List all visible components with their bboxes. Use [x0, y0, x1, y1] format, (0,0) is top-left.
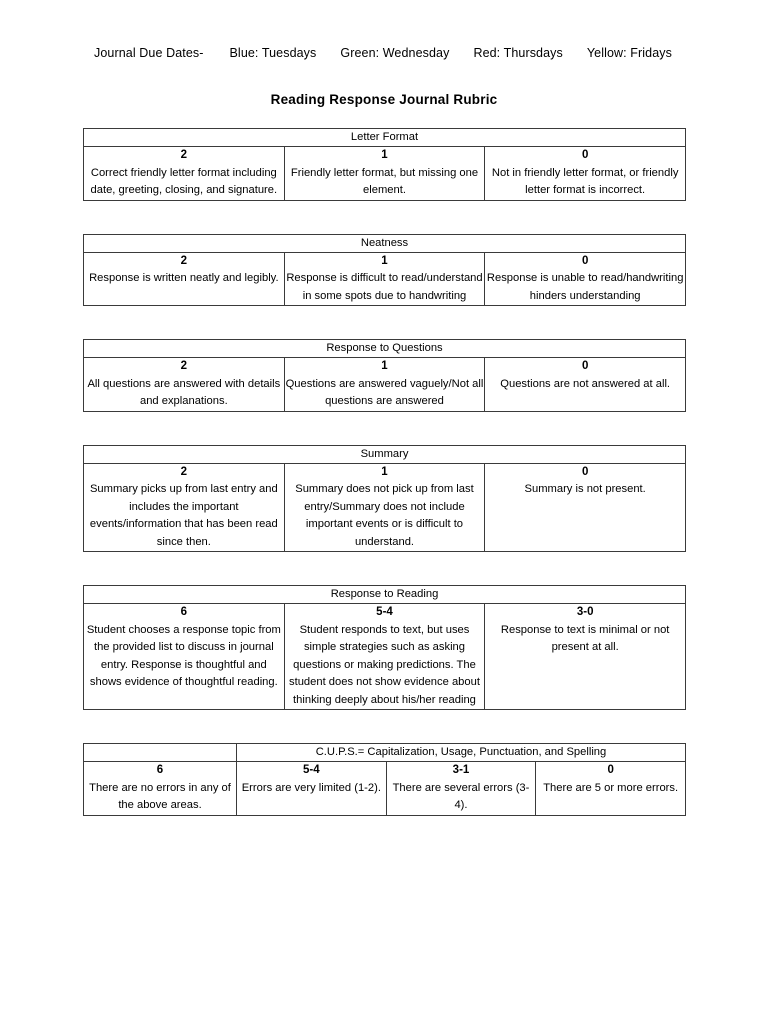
- page-title: Reading Response Journal Rubric: [270, 92, 498, 107]
- rubric-cell: 2 All questions are answered with detail…: [83, 357, 285, 412]
- rubric-cell: 0 Response is unable to read/handwriting…: [484, 251, 686, 306]
- score-value: 2: [180, 149, 188, 161]
- rubric-table-neatness: Neatness 2 Response is written neatly an…: [83, 233, 686, 306]
- rubric-table-cups: C.U.P.S.= Capitalization, Usage, Punctua…: [83, 743, 686, 816]
- rubric-cell: 6 There are no errors in any of the abov…: [83, 761, 237, 816]
- score-description: Response is written neatly and legibly.: [89, 272, 279, 284]
- due-date-green: Green: Wednesday: [340, 46, 450, 60]
- score-description: Response to text is minimal or not prese…: [500, 623, 670, 654]
- table-row: 2 All questions are answered with detail…: [83, 357, 686, 412]
- category-header: Response to Reading: [83, 585, 686, 604]
- rubric-cell: 0 Not in friendly letter format, or frie…: [484, 146, 686, 201]
- rubric-cell: 3-0 Response to text is minimal or not p…: [484, 603, 686, 710]
- score-value: 2: [180, 465, 188, 478]
- table-row-category: Letter Format: [83, 128, 686, 147]
- score-value: 6: [180, 606, 188, 618]
- table-row: 2 Correct friendly letter format includi…: [83, 146, 686, 201]
- due-date-yellow: Yellow: Fridays: [586, 46, 672, 60]
- score-value: 5-4: [303, 764, 320, 776]
- category-header: Letter Format: [83, 128, 686, 147]
- score-description: Summary does not pick up from last entry…: [295, 483, 474, 548]
- due-date-blue: Blue: Tuesdays: [229, 46, 317, 60]
- rubric-table-letter-format: Letter Format 2 Correct friendly letter …: [83, 128, 686, 201]
- score-description: Student responds to text, but uses simpl…: [289, 623, 480, 706]
- score-description: Correct friendly letter format including…: [90, 166, 278, 197]
- rubric-cell: 5-4 Student responds to text, but uses s…: [283, 603, 486, 710]
- score-value: 2: [180, 360, 188, 372]
- score-description: Response is unable to read/handwriting h…: [486, 272, 684, 302]
- rubric-cell: 1 Questions are answered vaguely/Not all…: [283, 357, 486, 412]
- rubric-cell: 0 Questions are not answered at all.: [484, 357, 686, 412]
- rubric-cell: 1 Friendly letter format, but missing on…: [283, 146, 486, 201]
- journal-due-dates-line: Journal Due Dates- Blue: Tuesdays Green: W…: [94, 45, 672, 61]
- category-header-empty-cell: [83, 743, 237, 762]
- rubric-cell: 1 Summary does not pick up from last ent…: [283, 462, 486, 552]
- rubric-cell: 0 Summary is not present.: [484, 462, 686, 552]
- table-row-category: Neatness: [83, 233, 686, 253]
- category-header: Summary: [83, 444, 686, 464]
- due-date-red: Red: Thursdays: [473, 46, 563, 60]
- table-row: 6 Student chooses a response topic from …: [83, 603, 686, 710]
- score-value: 2: [180, 254, 188, 267]
- rubric-tables: Letter Format 2 Correct friendly letter …: [83, 128, 686, 816]
- rubric-cell: 6 Student chooses a response topic from …: [83, 603, 285, 710]
- table-row: 2 Summary picks up from last entry and i…: [83, 462, 686, 552]
- score-value: 0: [581, 465, 589, 478]
- rubric-cell: 3-1 There are several errors (3-4).: [385, 761, 537, 816]
- rubric-cell: 1 Response is difficult to read/understa…: [283, 251, 486, 306]
- rubric-table-response-to-questions: Response to Questions 2 All questions ar…: [83, 339, 686, 412]
- score-description: Summary picks up from last entry and inc…: [89, 483, 278, 548]
- category-header: Neatness: [83, 233, 686, 253]
- rubric-cell: 0 There are 5 or more errors.: [535, 761, 686, 816]
- score-value: 5-4: [376, 606, 393, 618]
- table-row-category: Response to Questions: [83, 339, 686, 358]
- table-row-category: C.U.P.S.= Capitalization, Usage, Punctua…: [83, 743, 686, 762]
- score-description: Friendly letter format, but missing one …: [290, 166, 479, 197]
- score-description: There are no errors in any of the above …: [89, 781, 231, 812]
- rubric-cell: 5-4 Errors are very limited (1-2).: [236, 761, 387, 816]
- score-description: Errors are very limited (1-2).: [241, 781, 381, 794]
- due-dates-label: Journal Due Dates-: [94, 46, 204, 60]
- table-row-category: Response to Reading: [83, 585, 686, 604]
- table-row: 6 There are no errors in any of the abov…: [83, 761, 686, 816]
- rubric-cell: 2 Response is written neatly and legibly…: [83, 251, 285, 306]
- score-description: Student chooses a response topic from th…: [86, 623, 281, 689]
- score-description: There are 5 or more errors.: [543, 781, 679, 794]
- score-value: 3-1: [452, 764, 470, 776]
- score-value: 3-0: [576, 606, 594, 618]
- rubric-cell: 2 Summary picks up from last entry and i…: [83, 462, 285, 552]
- rubric-cell: 2 Correct friendly letter format includi…: [83, 146, 285, 201]
- score-value: 0: [607, 764, 614, 776]
- score-description: Not in friendly letter format, or friend…: [491, 166, 679, 197]
- score-value: 1: [381, 149, 388, 161]
- category-header: Response to Questions: [83, 339, 686, 358]
- rubric-table-summary: Summary 2 Summary picks up from last ent…: [83, 444, 686, 552]
- score-value: 0: [581, 254, 589, 267]
- table-row: 2 Response is written neatly and legibly…: [83, 251, 686, 306]
- score-description: Questions are not answered at all.: [500, 377, 671, 390]
- score-description: All questions are answered with details …: [87, 377, 281, 408]
- category-header: C.U.P.S.= Capitalization, Usage, Punctua…: [236, 743, 686, 762]
- table-row-category: Summary: [83, 444, 686, 464]
- score-value: 1: [381, 465, 388, 478]
- rubric-table-response-to-reading: Response to Reading 6 Student chooses a …: [83, 585, 686, 710]
- score-description: Response is difficult to read/understand…: [286, 272, 483, 302]
- score-value: 0: [581, 360, 589, 372]
- score-value: 6: [156, 764, 164, 776]
- score-value: 1: [381, 360, 388, 372]
- score-value: 0: [581, 149, 589, 161]
- score-description: Summary is not present.: [524, 483, 646, 495]
- score-value: 1: [381, 254, 388, 267]
- score-description: Questions are answered vaguely/Not all q…: [285, 377, 484, 408]
- score-description: There are several errors (3-4).: [392, 781, 530, 812]
